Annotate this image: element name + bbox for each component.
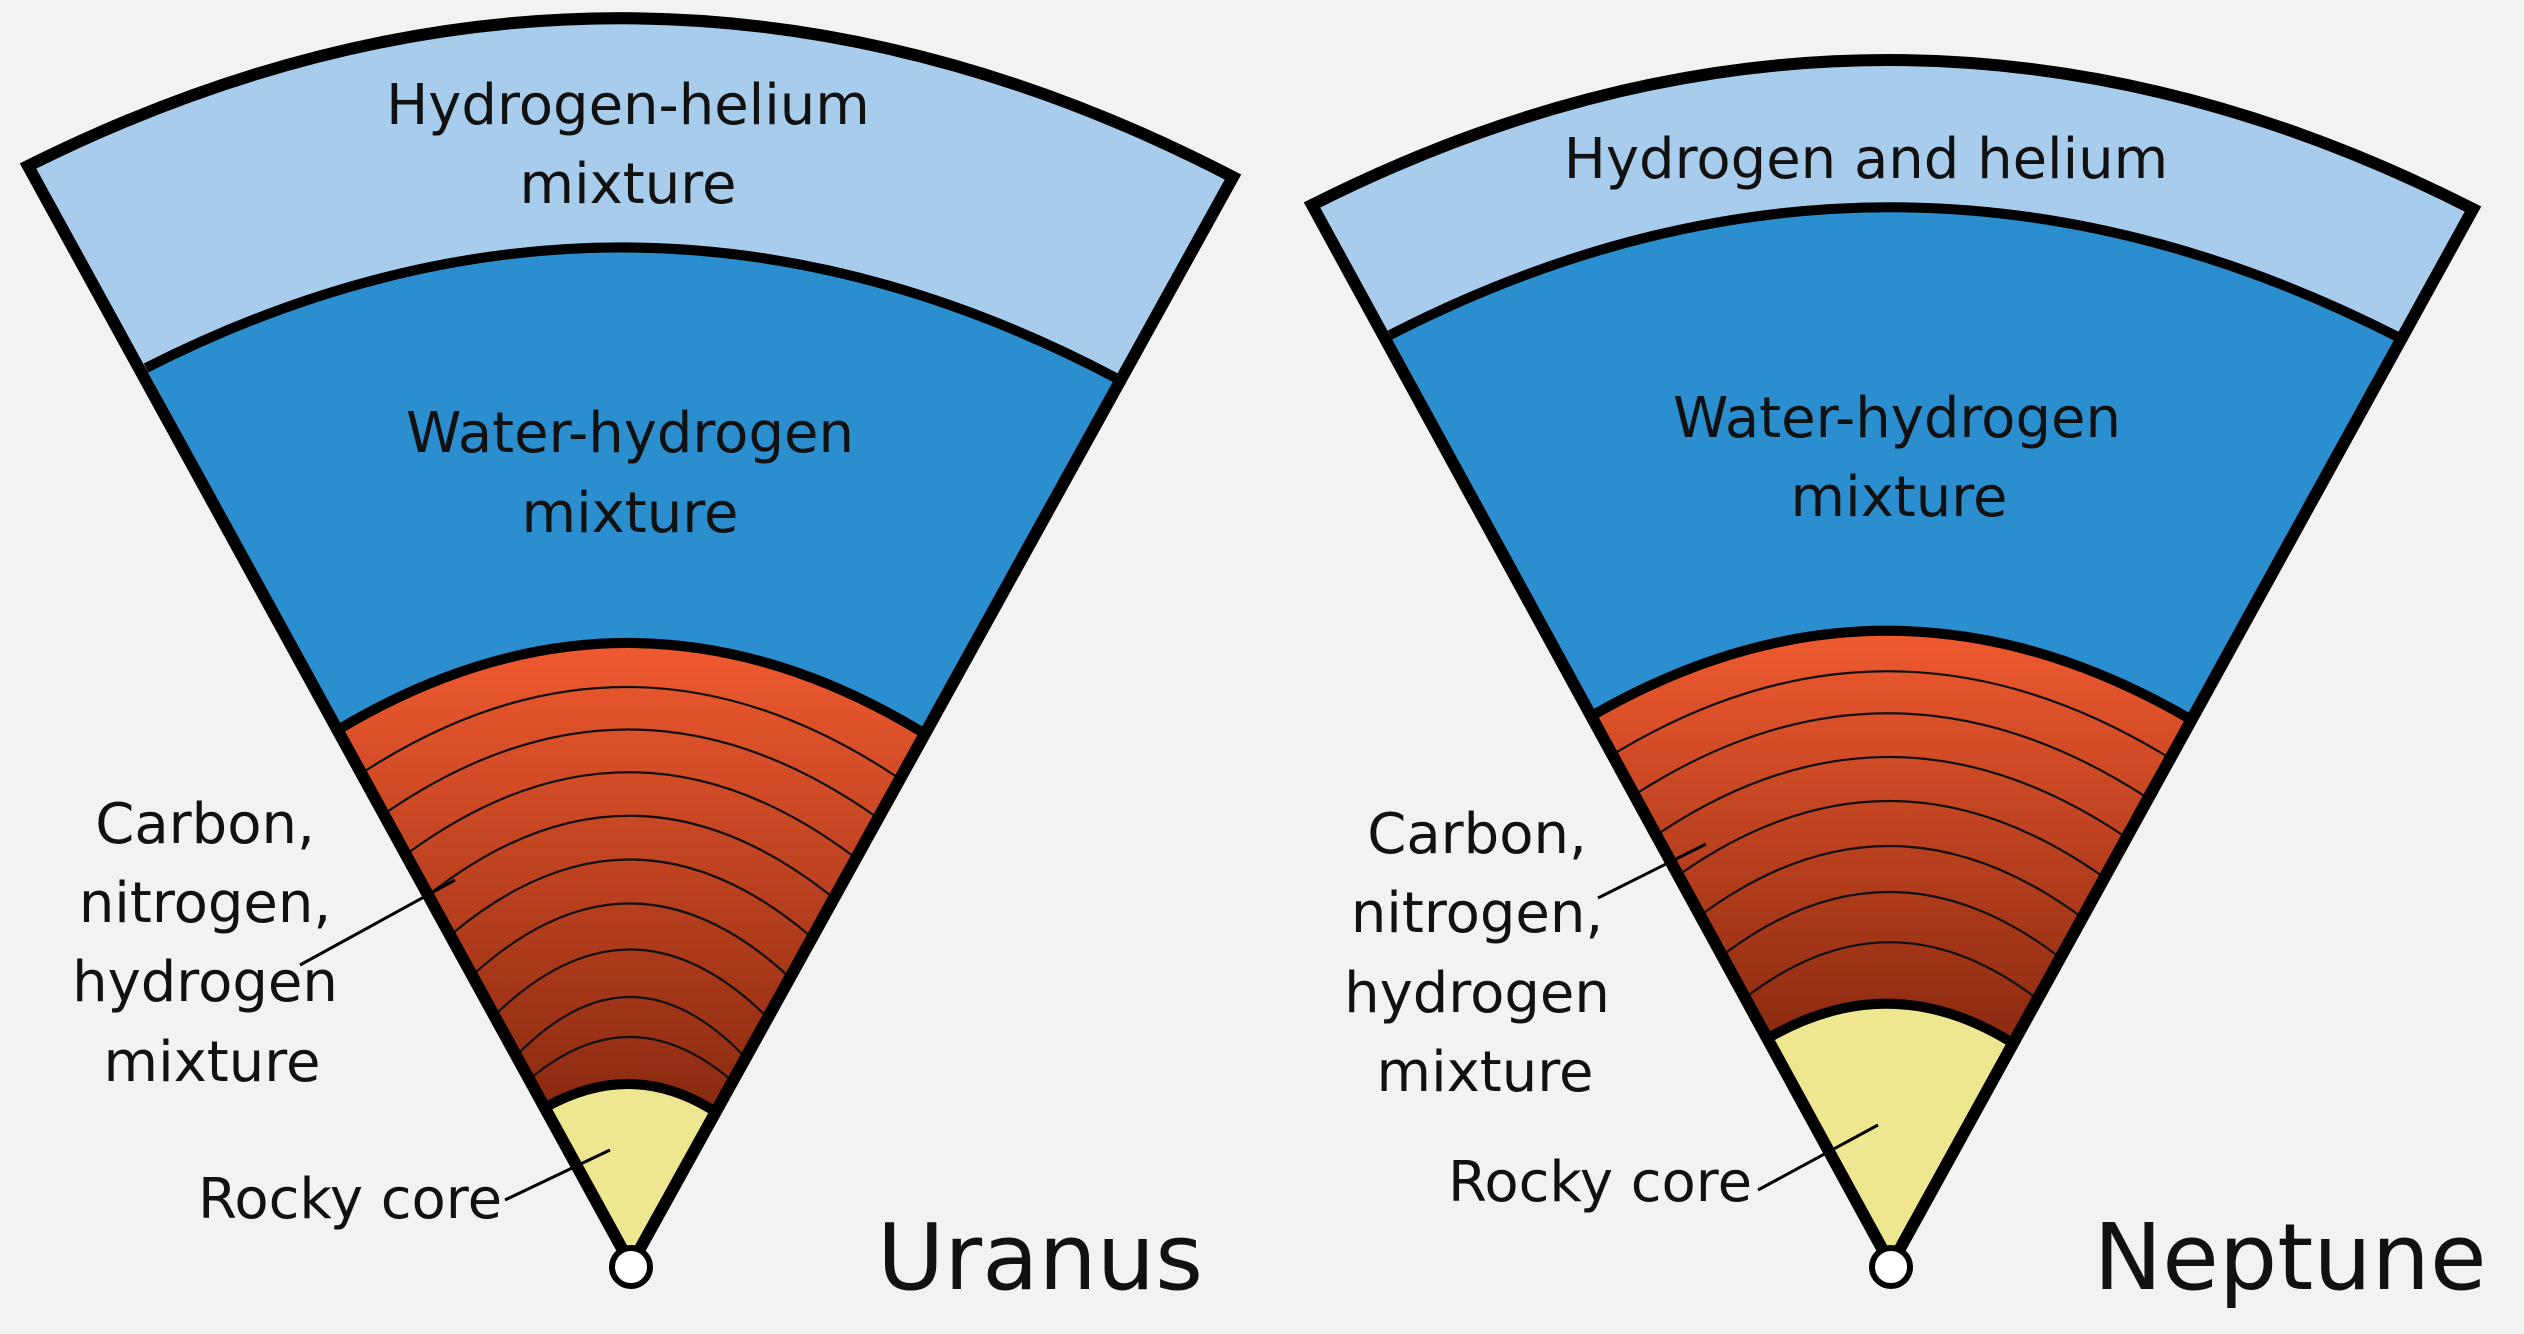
uranus-carbon-label-line4: mixture <box>104 1030 321 1095</box>
neptune-carbon-line <box>1748 941 2037 999</box>
uranus-water-label-line1: Water-hydrogen <box>406 401 854 466</box>
uranus-carbon-line <box>474 902 788 976</box>
uranus-carbon-layer-lines <box>364 685 898 1081</box>
neptune-core-label: Rocky core <box>1448 1150 1752 1215</box>
uranus-boundary <box>143 242 1119 383</box>
uranus-carbon-line <box>518 996 744 1056</box>
neptune-carbon-leader-line <box>1597 842 1707 900</box>
uranus-carbon-line <box>364 685 898 778</box>
uranus-outer-label-line2: mixture <box>520 152 737 217</box>
neptune-carbon-label-line3: hydrogen <box>1344 961 1610 1026</box>
uranus-core-leader-line <box>504 1148 611 1202</box>
neptune-water-hydrogen-layer <box>1390 207 2400 719</box>
uranus-carbon-line <box>530 1035 732 1081</box>
neptune-outer-label: Hydrogen and helium <box>1564 127 2168 192</box>
neptune-carbon-label-line1: Carbon, <box>1367 802 1587 867</box>
uranus-outer-label-line1: Hydrogen-helium <box>386 73 870 138</box>
uranus-carbon-nitrogen-hydrogen-layer <box>341 642 922 1109</box>
uranus-carbon-label-line3: hydrogen <box>72 950 338 1015</box>
uranus-core-label: Rocky core <box>198 1167 502 1232</box>
uranus-carbon-leader-line <box>299 878 456 967</box>
neptune-carbon-nitrogen-hydrogen-layer <box>1595 630 2190 1042</box>
uranus-carbon-line <box>386 728 876 817</box>
uranus-rocky-core <box>546 1083 711 1265</box>
uranus-carbon-line <box>407 771 854 857</box>
uranus-carbon-label-line2: nitrogen, <box>79 871 331 936</box>
uranus-carbon-line <box>496 948 766 1016</box>
neptune-water-label-line2: mixture <box>1791 465 2008 530</box>
neptune-boundary <box>1592 625 2193 724</box>
uranus-outline <box>19 12 1242 1278</box>
uranus-water-label-line2: mixture <box>522 481 739 546</box>
neptune-carbon-line <box>1726 890 2059 957</box>
uranus-carbon-line <box>452 858 810 936</box>
uranus-carbon-line <box>430 814 832 897</box>
neptune-carbon-line <box>1704 844 2081 917</box>
neptune-hydrogen-helium-layer <box>1312 59 2473 338</box>
neptune-carbon-line <box>1682 799 2103 877</box>
neptune-wedge: Hydrogen and helium Water-hydrogen mixtu… <box>1303 54 2487 1311</box>
uranus-planet-name: Uranus <box>877 1204 1203 1311</box>
uranus-center-point <box>609 1245 653 1289</box>
uranus-wedge: Hydrogen-helium mixture Water-hydrogen m… <box>19 12 1242 1311</box>
neptune-carbon-layer-lines <box>1616 670 2169 999</box>
uranus-carbon-label-line1: Carbon, <box>95 792 315 857</box>
neptune-carbon-line <box>1638 712 2147 798</box>
neptune-rocky-core <box>1770 1003 2011 1265</box>
neptune-outline <box>1303 54 2482 1278</box>
neptune-carbon-line <box>1616 670 2169 758</box>
neptune-core-leader-line <box>1757 1123 1879 1192</box>
neptune-boundary <box>1767 998 2014 1047</box>
neptune-carbon-label-line2: nitrogen, <box>1351 881 1603 946</box>
neptune-boundary <box>1387 202 2403 343</box>
neptune-center-point <box>1869 1245 1913 1289</box>
neptune-carbon-label-line4: mixture <box>1377 1040 1594 1105</box>
neptune-carbon-line <box>1660 755 2125 837</box>
neptune-planet-name: Neptune <box>2093 1204 2486 1311</box>
uranus-boundary <box>543 1079 714 1114</box>
neptune-water-label-line1: Water-hydrogen <box>1673 386 2121 451</box>
uranus-water-hydrogen-layer <box>146 247 1116 732</box>
uranus-boundary <box>338 638 925 737</box>
